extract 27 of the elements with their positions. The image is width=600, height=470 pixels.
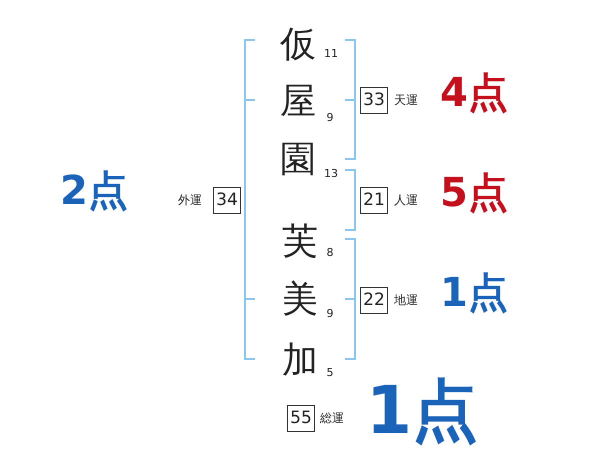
stroke-count: 9 <box>326 306 334 320</box>
name-character: 仮 <box>279 23 317 67</box>
score-text: 1点 <box>440 273 508 313</box>
number-box: 21 <box>360 187 388 214</box>
fortune-label: 人運 <box>394 192 418 208</box>
score-text: 5点 <box>440 173 508 213</box>
name-character: 美 <box>281 278 319 322</box>
stroke-count: 13 <box>323 166 339 180</box>
number-box: 33 <box>360 87 388 114</box>
fortune-label: 天運 <box>394 92 418 108</box>
fortune-label: 外運 <box>178 192 202 208</box>
name-character: 芙 <box>281 220 319 264</box>
stroke-count: 11 <box>323 46 339 60</box>
stroke-count: 8 <box>326 245 334 259</box>
stroke-count: 9 <box>326 110 334 124</box>
name-character: 園 <box>279 138 317 182</box>
number-box: 22 <box>360 287 388 314</box>
score-text: 1点 <box>366 378 478 444</box>
score-text: 4点 <box>440 73 508 113</box>
fortune-label: 総運 <box>320 410 344 426</box>
number-box: 34 <box>213 187 241 214</box>
stroke-count: 5 <box>326 365 334 379</box>
number-box: 55 <box>287 405 315 432</box>
name-character: 屋 <box>279 80 317 124</box>
fortune-label: 地運 <box>394 292 418 308</box>
score-text: 2点 <box>60 171 128 211</box>
name-character: 加 <box>281 339 319 383</box>
